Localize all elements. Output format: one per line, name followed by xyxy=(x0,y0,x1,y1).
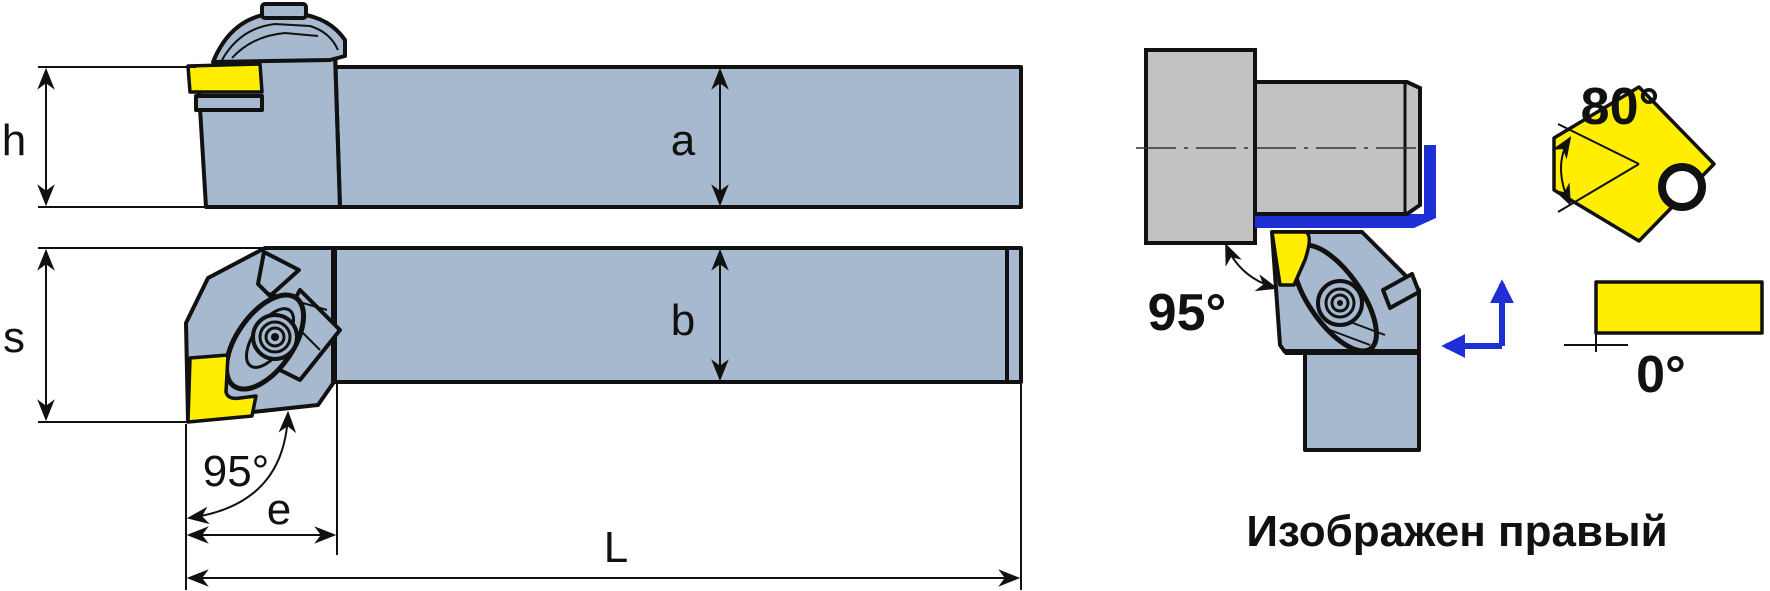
label-e: e xyxy=(267,485,291,534)
label-a: a xyxy=(671,116,696,165)
setup-view: 95° xyxy=(1136,48,1514,452)
label-angle-95-setup: 95° xyxy=(1148,284,1227,342)
machined-surface xyxy=(1255,145,1436,228)
label-h: h xyxy=(2,116,26,165)
top-shank xyxy=(301,65,1023,209)
angle-95-plan: 95° xyxy=(186,410,297,525)
dim-a: a xyxy=(671,67,729,207)
setup-shank xyxy=(1303,350,1421,452)
caption: Изображен правый xyxy=(1246,507,1667,556)
label-angle-95: 95° xyxy=(203,447,270,496)
plan-clamp-top xyxy=(256,250,301,298)
insert-side-view xyxy=(1594,280,1764,335)
dim-s: s xyxy=(3,247,268,423)
top-clamp xyxy=(211,12,347,64)
plan-insert xyxy=(186,353,258,424)
plan-view-holder xyxy=(184,246,1023,424)
label-b: b xyxy=(671,296,695,345)
top-shim xyxy=(194,94,264,112)
insert-hole xyxy=(1658,163,1706,211)
dim-h: h xyxy=(2,66,206,208)
top-clamp-screw xyxy=(260,2,308,20)
workpiece-large xyxy=(1144,48,1257,245)
top-view-holder xyxy=(186,2,1023,209)
label-L: L xyxy=(604,523,628,572)
dim-b: b xyxy=(671,248,729,382)
dim-L: L xyxy=(186,384,1022,590)
setup-insert xyxy=(1270,230,1311,287)
label-angle-80: 80° xyxy=(1581,78,1660,136)
label-s: s xyxy=(3,313,25,362)
label-clearance-0: 0° xyxy=(1636,346,1686,404)
insert-geometry: 80° 0° xyxy=(1551,78,1764,404)
top-insert xyxy=(186,62,264,94)
